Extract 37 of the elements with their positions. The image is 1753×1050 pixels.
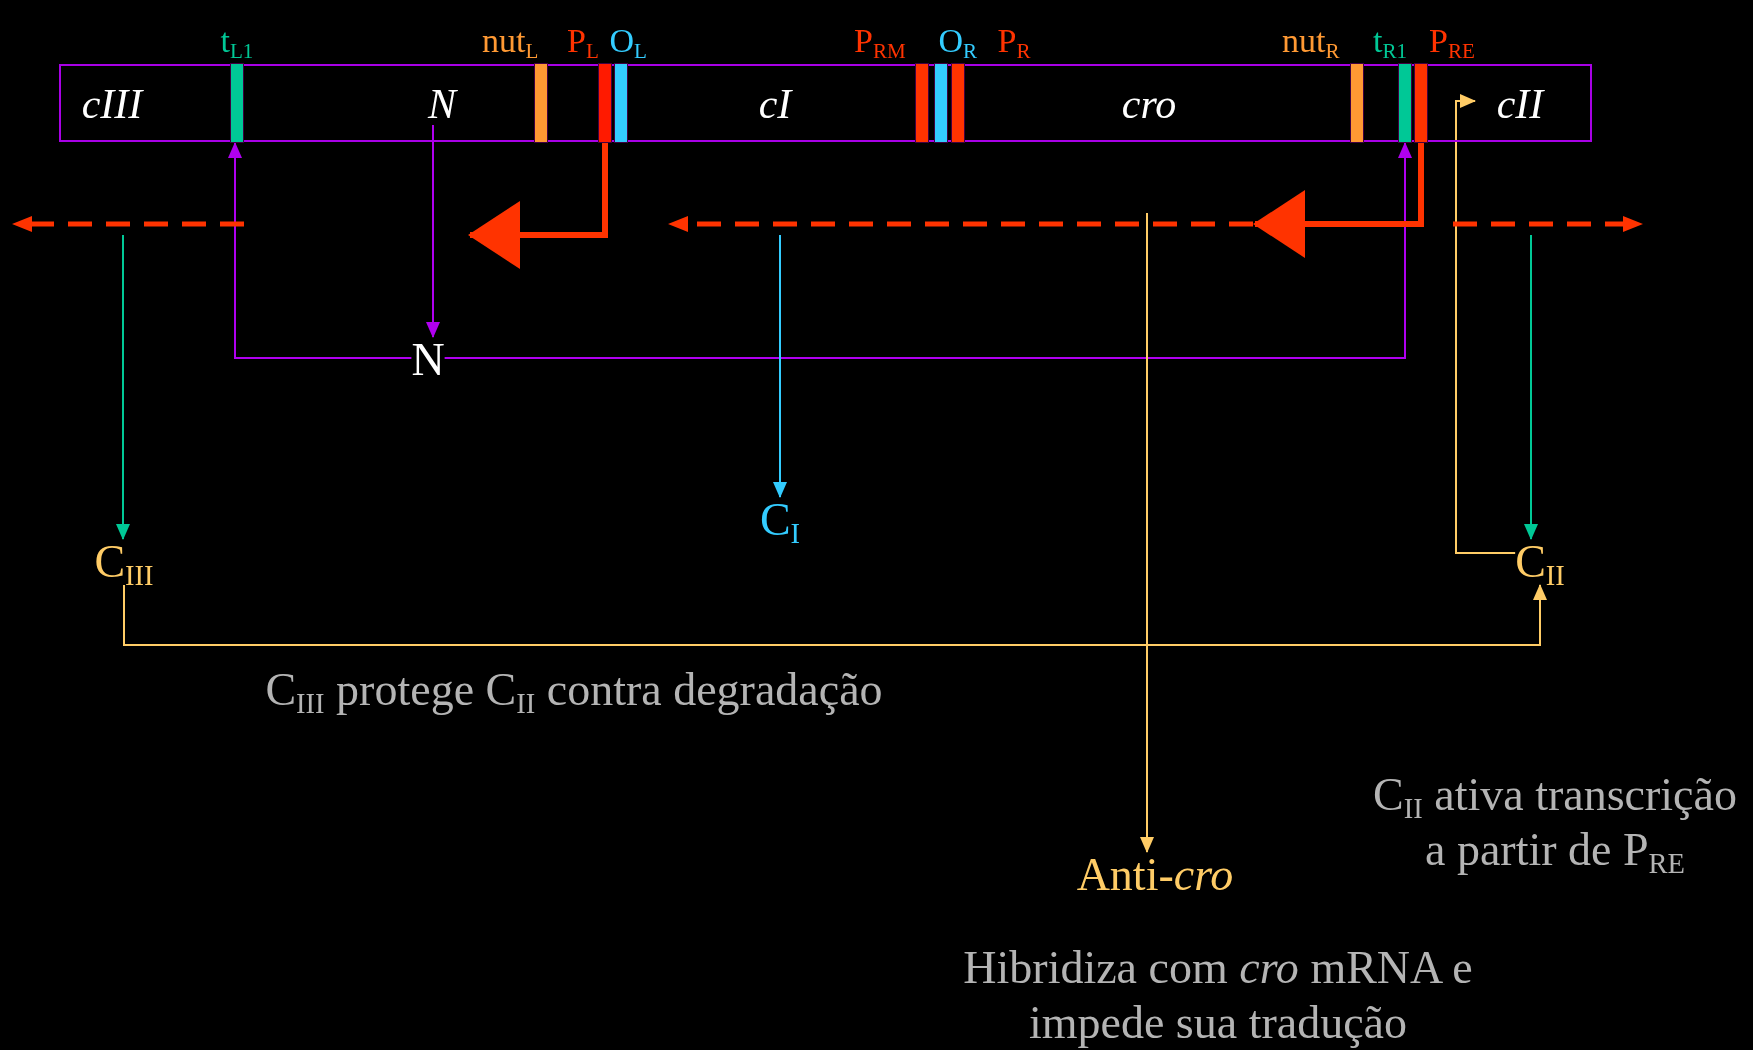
site-label: P$_{R}$	[997, 24, 1031, 58]
site-label: t$_{L1}$	[220, 24, 254, 58]
site-label: nut$_{L}$	[482, 24, 539, 58]
arrow	[123, 584, 1547, 646]
arrow	[1140, 212, 1154, 853]
arrow	[116, 234, 130, 540]
site-label: O$_{L}$	[609, 24, 647, 58]
protein-label: C$_{II}$	[1515, 539, 1565, 585]
site-label: P$_{RE}$	[1429, 24, 1475, 58]
protein-label: Anti-cro	[1076, 852, 1234, 898]
gene-label: N	[428, 83, 456, 125]
site-label: t$_{R1}$	[1373, 24, 1408, 58]
arrow	[443, 142, 1412, 359]
note-text: C$_{III}$ protege C$_{II}$ contra degradação	[265, 663, 883, 718]
protein-label: C$_{I}$	[759, 497, 801, 543]
transcript-arrow	[1451, 213, 1645, 235]
protein-label: C$_{III}$	[94, 539, 154, 585]
gene-label: cIII	[81, 83, 143, 125]
arrow	[773, 234, 787, 498]
arrow	[1524, 234, 1538, 540]
site-label: nut$_{R}$	[1282, 24, 1340, 58]
protein-label: N	[411, 337, 445, 383]
gene-label: cro	[1121, 83, 1177, 125]
site-label: P$_{RM}$	[854, 24, 906, 58]
gene-label: cI	[758, 83, 792, 125]
note-text: C$_{II}$ ativa transcrição a partir de P$_{RE}$	[1372, 767, 1738, 878]
site-label: O$_{R}$	[938, 24, 978, 58]
site-label: P$_{L}$	[567, 24, 599, 58]
arrow	[426, 124, 440, 338]
arrow	[1455, 94, 1517, 554]
arrow	[228, 142, 413, 359]
arrow	[1253, 143, 1424, 258]
transcript-arrow	[10, 213, 246, 235]
description-text: Hibridiza com cro mRNA e impede sua tradução	[962, 940, 1474, 1050]
arrow	[468, 143, 608, 269]
transcript-arrow	[666, 213, 1255, 235]
gene-label: cII	[1496, 83, 1544, 125]
